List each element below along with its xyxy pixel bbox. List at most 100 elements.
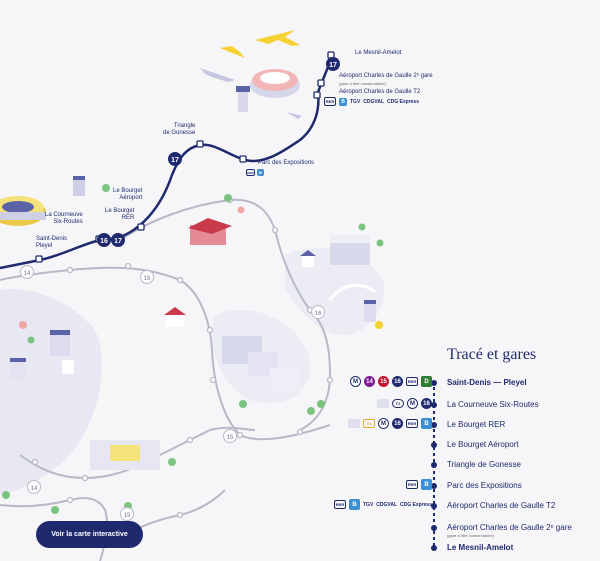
station-note: (gare à titre conservatoire) bbox=[339, 81, 386, 86]
station-name: Saint-Denis — Pleyel bbox=[447, 378, 527, 387]
line-16-badge: 16 bbox=[97, 233, 111, 247]
rer-icon: RER bbox=[334, 500, 346, 509]
svg-text:17: 17 bbox=[114, 238, 122, 245]
line-16-badge: 16 bbox=[392, 376, 403, 387]
line-17-badge: 17 bbox=[326, 57, 340, 71]
airplane-icon bbox=[255, 30, 300, 46]
bus-icon bbox=[348, 419, 360, 428]
station-dot bbox=[431, 503, 437, 509]
airplane-icon bbox=[220, 46, 245, 58]
tram-t4-badge: T4 bbox=[363, 419, 375, 428]
line-16-badge: 16 bbox=[311, 305, 325, 319]
line-14-badge: 14 bbox=[364, 376, 375, 387]
station-label-parc-des-expositions[interactable]: Parc des Expositions bbox=[258, 160, 315, 166]
station-label-cdg-t2[interactable]: Aéroport Charles de Gaulle T2 bbox=[339, 89, 421, 95]
svg-text:17: 17 bbox=[329, 62, 337, 69]
svg-text:15: 15 bbox=[144, 276, 151, 282]
station-dot bbox=[431, 442, 437, 448]
station-dot bbox=[431, 380, 437, 386]
station-name: Aéroport Charles de Gaulle 2ᵉ gare bbox=[447, 523, 572, 532]
station-name: Triangle de Gonesse bbox=[447, 460, 521, 469]
legend-title: Tracé et gares bbox=[447, 346, 537, 363]
airport-illustration bbox=[236, 69, 300, 112]
line-15-badge: 15 bbox=[120, 507, 134, 521]
svg-text:16: 16 bbox=[315, 311, 322, 317]
rer-icon: RER bbox=[406, 377, 418, 386]
interactive-map-button[interactable]: Voir la carte interactive bbox=[36, 521, 143, 548]
metro-icon: M bbox=[350, 376, 361, 387]
station-name: Le Mesnil-Amelot bbox=[447, 543, 514, 552]
station-name: Aéroport Charles de Gaulle T2 bbox=[447, 501, 556, 510]
station-label-le-bourget-aeroport[interactable]: Le Bourget Aéroport bbox=[113, 188, 143, 201]
metro-icon: M bbox=[407, 398, 418, 409]
road bbox=[328, 283, 376, 301]
station-name: La Courneuve Six-Routes bbox=[447, 400, 539, 409]
legend-station-row[interactable]: Triangle de Gonesse bbox=[300, 458, 600, 476]
rer-b-icon: B bbox=[339, 97, 347, 106]
rer-b-badge: B bbox=[349, 499, 360, 510]
station-label-saint-denis-pleyel[interactable]: Saint-Denis Pleyel bbox=[36, 236, 68, 249]
rer-d-badge: D bbox=[421, 376, 432, 387]
paris-area bbox=[0, 289, 102, 495]
svg-text:15: 15 bbox=[124, 513, 131, 519]
service-label: CDGVAL bbox=[376, 501, 398, 508]
building-illustrations bbox=[10, 176, 376, 470]
line-15-badge: 15 bbox=[378, 376, 389, 387]
station-dot bbox=[431, 462, 437, 468]
svg-text:16: 16 bbox=[100, 238, 108, 245]
station-name: Parc des Expositions bbox=[447, 481, 522, 490]
cdg-express-label: CDG Express bbox=[387, 98, 419, 105]
svg-text:14: 14 bbox=[24, 271, 31, 277]
tram-t1-badge: T1 bbox=[392, 399, 404, 408]
legend-station-row[interactable]: Le Bourget Aéroport bbox=[300, 438, 600, 456]
station-dot bbox=[431, 525, 437, 531]
stade-de-france-illustration bbox=[0, 196, 46, 226]
station-label-triangle-de-gonesse[interactable]: Triangle de Gonesse bbox=[163, 123, 196, 136]
station-label-le-mesnil-amelot[interactable]: Le Mesnil-Amelot bbox=[355, 50, 402, 56]
rer-b-icon: B bbox=[257, 169, 264, 176]
line-15-badge: 15 bbox=[223, 429, 237, 443]
line-16-badge: 16 bbox=[392, 418, 403, 429]
line-15-badge: 15 bbox=[140, 270, 154, 284]
line-16-badge: 16 bbox=[421, 398, 432, 409]
rer-icon: RER bbox=[324, 97, 336, 106]
svg-text:15: 15 bbox=[227, 435, 234, 441]
station-label-le-bourget-rer[interactable]: Le Bourget RER bbox=[105, 208, 135, 221]
parc-expo-connections: RER B bbox=[246, 169, 264, 176]
rer-icon: RER bbox=[406, 419, 418, 428]
rer-b-badge: B bbox=[421, 479, 432, 490]
line-14-badge: 14 bbox=[20, 265, 34, 279]
line-17-badge: 17 bbox=[111, 233, 125, 247]
rer-icon: RER bbox=[246, 169, 255, 176]
station-name: Le Bourget Aéroport bbox=[447, 440, 519, 449]
station-name: Le Bourget RER bbox=[447, 420, 506, 429]
legend-station-row[interactable]: Le Mesnil-Amelot bbox=[300, 541, 600, 559]
station-label-cdg2-gare[interactable]: Aéroport Charles de Gaulle 2ᵉ gare (gare… bbox=[339, 73, 433, 87]
station-dot bbox=[431, 422, 437, 428]
station-note: (gare à titre conservatoire) bbox=[447, 533, 494, 538]
metro-icon: M bbox=[378, 418, 389, 429]
line-17-badge: 17 bbox=[168, 152, 182, 166]
station-dot bbox=[431, 402, 437, 408]
legend-station-row[interactable]: Aéroport Charles de Gaulle 2ᵉ gare(gare … bbox=[300, 521, 600, 539]
svg-text:17: 17 bbox=[171, 157, 179, 164]
tgv-label: TGV bbox=[350, 98, 361, 105]
station-dot bbox=[431, 483, 437, 489]
station-label-la-courneuve[interactable]: La Courneuve Six-Routes bbox=[45, 212, 83, 225]
bus-icon bbox=[377, 399, 389, 408]
rer-b-badge: B bbox=[421, 418, 432, 429]
cdg-t2-connections: RER B TGV CDGVAL CDG Express bbox=[324, 97, 419, 106]
rer-icon: RER bbox=[406, 480, 418, 489]
svg-text:14: 14 bbox=[31, 486, 38, 492]
airplane-icon bbox=[200, 68, 302, 119]
